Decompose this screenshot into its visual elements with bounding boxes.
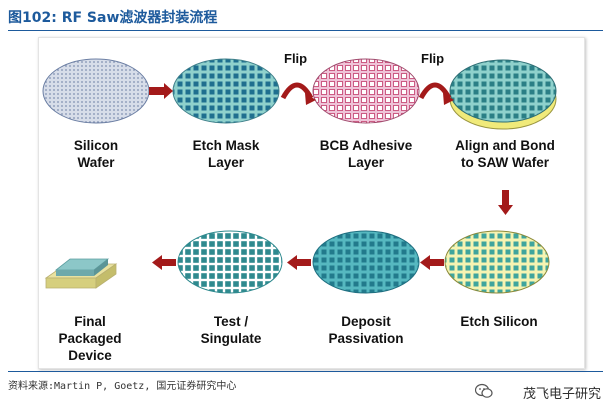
step-label-align-bond: Align and Bond to SAW Wafer: [455, 138, 555, 170]
arrow-left-3: [152, 255, 176, 270]
step-label-etch-mask: Etch Mask Layer: [192, 138, 260, 170]
arrow-right-1: [149, 83, 173, 99]
packaged-device: [44, 258, 118, 289]
step-label-silicon-wafer: Silicon Wafer: [73, 138, 119, 170]
silicon-wafer: [42, 58, 150, 124]
passivated-wafer: [312, 230, 420, 294]
footer-rule: [8, 371, 603, 372]
etch-mask-wafer: [172, 58, 280, 124]
step-label-test-singulate: Test / Singulate: [200, 314, 262, 346]
brand-watermark: 茂飞电子研究: [522, 387, 601, 402]
title-rule: [8, 30, 603, 31]
flip-label-1: Flip: [284, 51, 308, 66]
arrow-left-2: [287, 255, 311, 270]
bcb-adhesive-wafer: [312, 58, 420, 124]
flip-arrow-2: [418, 82, 454, 105]
flip-label-2: Flip: [421, 51, 445, 66]
singulated-wafer: [177, 230, 283, 294]
step-label-final-device: Final Packaged Device: [58, 314, 122, 363]
arrow-left-1: [420, 255, 444, 270]
flip-arrow-1: [280, 82, 316, 105]
step-label-bcb-adhesive: BCB Adhesive Layer: [319, 138, 413, 170]
bonded-wafer-stack: [449, 59, 557, 130]
step-label-etch-silicon: Etch Silicon: [460, 314, 538, 329]
source-note: 资料来源:Martin P, Goetz, 国元证券研究中心: [8, 381, 237, 392]
wechat-icon: [475, 383, 493, 398]
figure-title: 图102: RF Saw滤波器封装流程: [8, 10, 218, 26]
step-label-deposit-passivation: Deposit Passivation: [328, 314, 404, 346]
etched-silicon-wafer: [444, 230, 550, 294]
arrow-down: [498, 190, 513, 215]
